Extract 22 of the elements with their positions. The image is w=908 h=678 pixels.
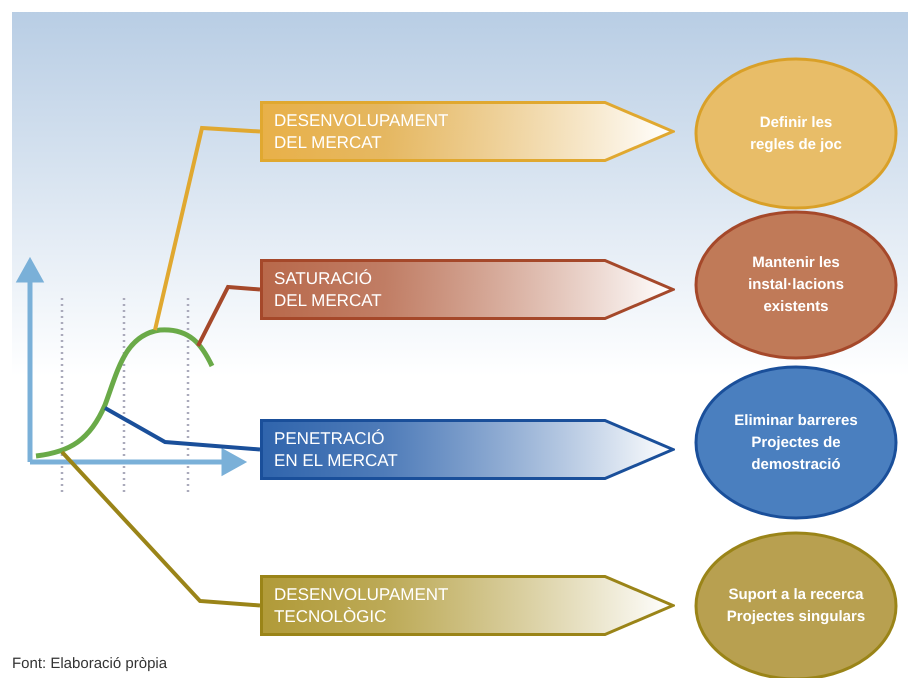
arrow-banner xyxy=(260,259,675,320)
action-text: Mantenir les instal·lacions existents xyxy=(747,253,845,317)
leader-line xyxy=(104,406,260,452)
action-text: Projectes de demostració xyxy=(750,432,842,474)
caption: Font: Elaboració pròpia xyxy=(12,654,168,674)
goal-ellipse xyxy=(694,57,898,210)
action-text: Projectes singulars xyxy=(726,607,866,627)
leader-line xyxy=(153,126,260,330)
goal-ellipse xyxy=(694,365,898,520)
action-text: Definir les regles de joc xyxy=(749,112,843,154)
arrow-banner xyxy=(260,575,675,636)
arrow-banner xyxy=(260,101,675,162)
arrow-banner xyxy=(260,419,675,480)
stage-label: SATURACIÓ DEL MERCAT xyxy=(274,268,383,312)
goal-ellipse xyxy=(694,210,898,360)
stage-label: PENETRACIÓ EN EL MERCAT xyxy=(274,428,399,472)
leader-line xyxy=(196,284,260,347)
stage-label: DESENVOLUPAMENT DEL MERCAT xyxy=(274,110,450,154)
action-text: Suport a la recerca xyxy=(728,585,864,605)
action-text: Eliminar barreres xyxy=(734,410,858,430)
leader-line xyxy=(60,450,260,608)
stage-label: DESENVOLUPAMENT TECNOLÒGIC xyxy=(274,584,450,628)
